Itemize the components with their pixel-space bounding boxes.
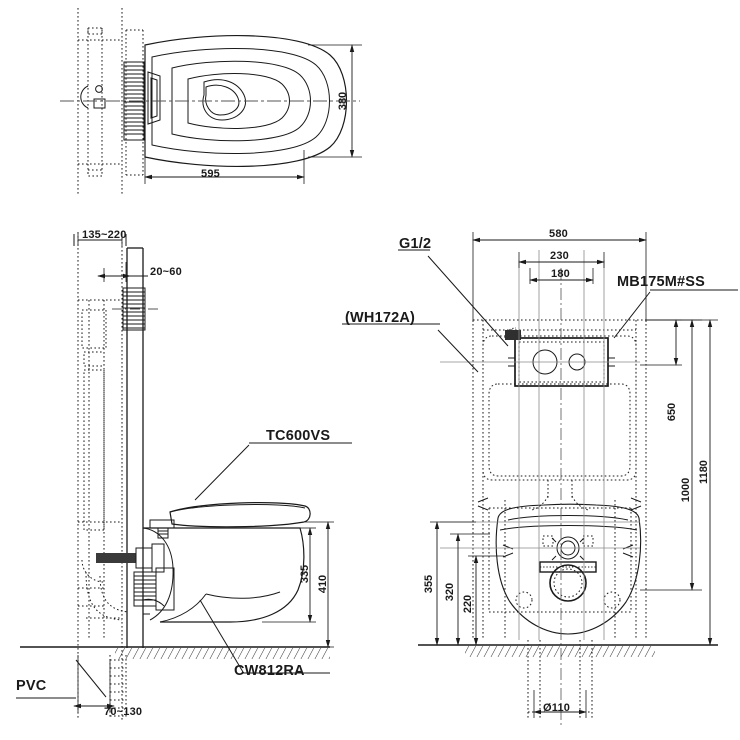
dim-frame-top: 1000 [680,477,693,503]
dim-drain-offset: 70~130 [104,706,143,718]
callout-mb175m: MB175M#SS [617,274,706,290]
dim-wall-cavity: 135~220 [82,229,127,241]
callout-tc600vs: TC600VS [266,428,331,444]
dim-anchor-outer: 355 [423,574,436,594]
callout-pvc: PVC [16,678,47,694]
dim-top-width: 380 [337,91,350,111]
dim-drain-dia: Ø110 [543,702,571,714]
side-view-group [16,232,352,720]
dim-anchor-inner: 220 [462,594,475,614]
dim-offset: 20~60 [150,266,182,278]
dim-total-height: 1180 [697,460,710,484]
dim-seat-height: 410 [317,574,330,594]
dim-anchor-mid: 320 [444,582,457,602]
dim-plate-outer: 230 [550,250,569,262]
top-view-group [60,8,362,196]
dim-plate-height: 650 [666,402,679,422]
callout-cw812ra: CW812RA [234,663,305,679]
dim-frame-width: 580 [549,228,568,240]
callout-g12: G1/2 [399,236,432,252]
dim-plate-inner: 180 [551,268,570,280]
callout-wh172a: (WH172A) [345,310,416,326]
dim-bowl-height: 335 [299,564,312,584]
front-view-group [342,232,738,726]
dim-top-length: 595 [201,168,220,180]
